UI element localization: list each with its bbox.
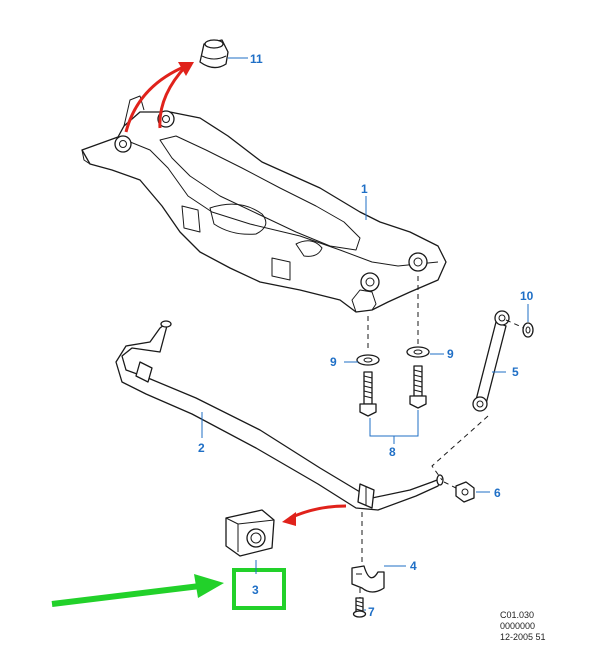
bracket-part-4[interactable] — [351, 565, 385, 593]
highlight-box-part-3 — [232, 568, 286, 610]
nut-part-6[interactable] — [455, 481, 475, 503]
reference-date: 12-2005 51 — [500, 632, 546, 642]
washer-part-9-right[interactable] — [406, 346, 430, 358]
bolt-part-8-left[interactable] — [359, 371, 377, 417]
subframe-part-1[interactable] — [81, 95, 447, 313]
bar-bushing-part-3[interactable] — [225, 509, 275, 557]
red-arrow-bushing-11 — [124, 62, 194, 133]
nut-part-10[interactable] — [522, 322, 534, 338]
callout-5: 5 — [512, 365, 519, 379]
bolt-part-7[interactable] — [352, 597, 367, 618]
callout-2: 2 — [198, 441, 205, 455]
bolt-part-8-right[interactable] — [409, 365, 427, 409]
callout-1: 1 — [361, 182, 368, 196]
callout-10: 10 — [520, 289, 534, 303]
assembly-dashed-lines — [359, 276, 525, 598]
callout-leaders — [201, 57, 529, 611]
link-part-5[interactable] — [472, 310, 510, 412]
bushing-part-11[interactable] — [199, 39, 229, 69]
callout-6: 6 — [494, 486, 501, 500]
drawing-reference: C01.030 0000000 12-2005 51 — [500, 610, 590, 643]
reference-number: 0000000 — [500, 621, 536, 631]
callout-7: 7 — [368, 605, 375, 619]
callout-9-left: 9 — [330, 355, 337, 369]
callout-9-right: 9 — [447, 347, 454, 361]
callout-8: 8 — [389, 445, 396, 459]
red-arrow-bushing-3 — [282, 504, 347, 526]
callout-11: 11 — [250, 52, 263, 66]
washer-part-9-left[interactable] — [356, 354, 380, 366]
green-pointer-arrow — [51, 574, 224, 607]
callout-4: 4 — [410, 559, 417, 573]
reference-code: C01.030 — [500, 610, 535, 620]
callout-3[interactable]: 3 — [252, 583, 259, 597]
stabilizer-bar-part-2[interactable] — [115, 320, 444, 511]
